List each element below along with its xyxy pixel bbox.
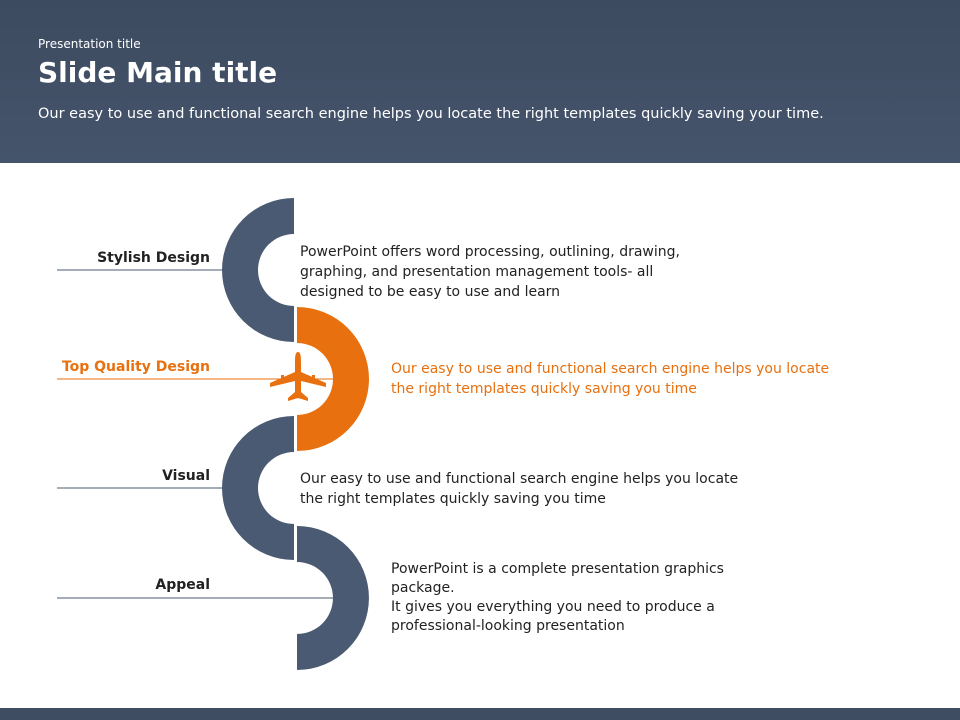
item-description-4: PowerPoint is a complete presentation gr…: [391, 560, 724, 636]
arc-segment-1: [222, 198, 294, 342]
slide-main-title: Slide Main title: [38, 56, 278, 89]
desc-line: the right templates quickly saving you t…: [300, 491, 606, 507]
item-label-top-quality-design: Top Quality Design: [61, 359, 210, 375]
arc-segment-4: [297, 526, 369, 670]
slide-subtitle: Our easy to use and functional search en…: [38, 106, 824, 122]
desc-line: Our easy to use and functional search en…: [391, 361, 830, 377]
footer-bar: [0, 708, 960, 720]
item-label-visual: Visual: [162, 468, 210, 484]
presentation-title: Presentation title: [38, 37, 141, 51]
desc-line: professional-looking presentation: [391, 618, 625, 634]
desc-line: designed to be easy to use and learn: [300, 284, 561, 300]
arc-segment-2: [297, 307, 369, 451]
header-banner: Presentation title Slide Main title Our …: [0, 0, 960, 163]
desc-line: the right templates quickly saving you t…: [391, 381, 697, 397]
desc-line: package.: [391, 580, 455, 596]
desc-line: It gives you everything you need to prod…: [391, 599, 715, 615]
item-label-appeal: Appeal: [155, 577, 210, 593]
item-description-1: PowerPoint offers word processing, outli…: [300, 242, 680, 302]
item-label-stylish-design: Stylish Design: [97, 250, 210, 266]
desc-line: PowerPoint offers word processing, outli…: [300, 244, 680, 260]
desc-line: PowerPoint is a complete presentation gr…: [391, 561, 724, 577]
item-description-3: Our easy to use and functional search en…: [300, 469, 738, 509]
airplane-icon: [270, 352, 326, 401]
desc-line: graphing, and presentation management to…: [300, 264, 654, 280]
desc-line: Our easy to use and functional search en…: [300, 471, 739, 487]
item-description-2: Our easy to use and functional search en…: [391, 359, 829, 399]
arc-segment-3: [222, 416, 294, 560]
